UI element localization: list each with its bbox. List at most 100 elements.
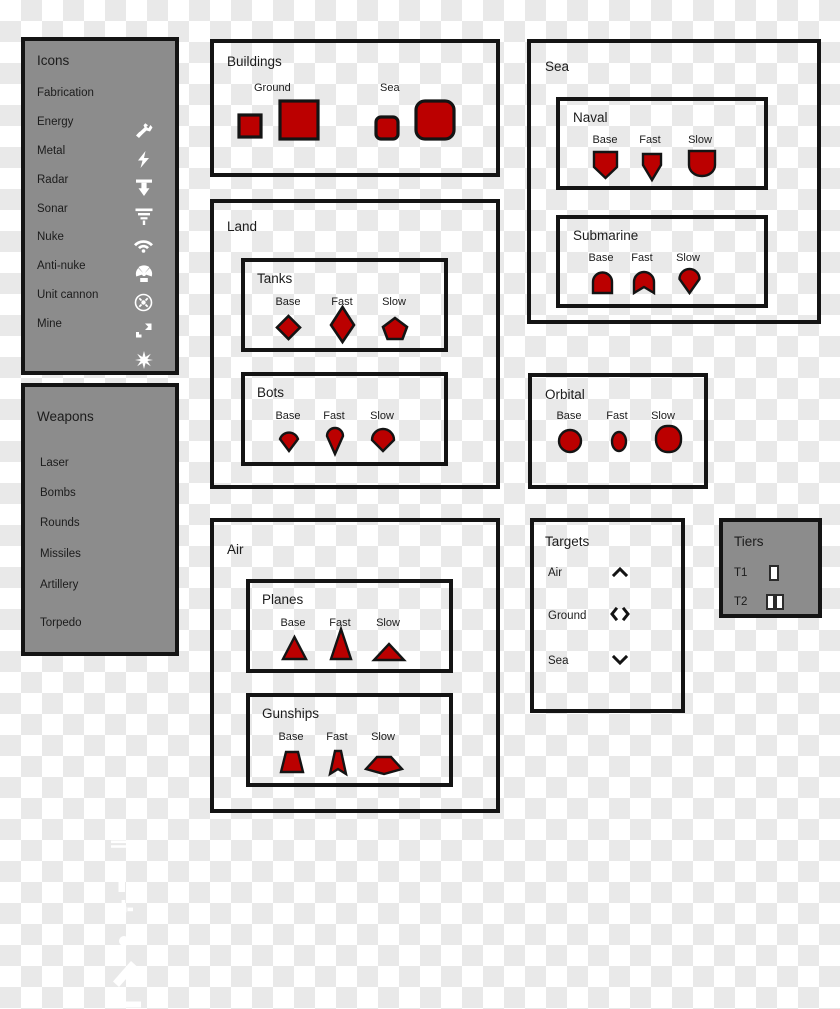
- tank-base-diamond: [275, 314, 302, 341]
- bots-group-title: Bots: [257, 385, 285, 400]
- icons-item-label-unit-cannon: Unit cannon: [37, 289, 99, 301]
- metal-extractor-icon: [135, 179, 153, 197]
- building-ground-large-square: [278, 99, 320, 141]
- icons-item-label-fabrication: Fabrication: [37, 87, 94, 99]
- tiers-item-label-t2: T2: [734, 596, 748, 608]
- gunships-group-title: Gunships: [262, 706, 320, 721]
- anti-nuke-icon: [134, 293, 153, 312]
- tanks-column-label-slow: Slow: [382, 296, 406, 308]
- weapons-item-label-missiles: Missiles: [40, 548, 81, 560]
- gunship-fast-narrow-chevron: [327, 749, 349, 777]
- building-ground-small-square: [237, 113, 263, 139]
- planes-column-label-fast: Fast: [329, 617, 351, 629]
- tanks-column-label-base: Base: [275, 296, 301, 308]
- planes-group-title: Planes: [262, 592, 304, 607]
- buildings-panel-title: Buildings: [227, 54, 282, 69]
- mine-star-icon: [135, 351, 153, 369]
- air-panel-title: Air: [227, 542, 244, 557]
- naval-group-title: Naval: [573, 110, 608, 125]
- planes-group: Planes Base Fast Slow: [246, 579, 453, 673]
- tiers-panel: Tiers T1 T2: [719, 518, 822, 618]
- land-panel: Land Tanks Base Fast Slow Bots Base Fast…: [210, 199, 500, 489]
- buildings-group-label-ground: Ground: [254, 82, 291, 94]
- weapons-item-label-laser: Laser: [40, 457, 69, 469]
- targets-panel: Targets Air Ground Sea: [530, 518, 685, 713]
- submarine-group-title: Submarine: [573, 228, 639, 243]
- chevron-left-right-icon: [610, 606, 630, 622]
- buildings-panel: Buildings Ground Sea: [210, 39, 500, 177]
- weapons-item-label-torpedo: Torpedo: [40, 617, 82, 629]
- naval-base-shield: [592, 150, 619, 180]
- tiers-panel-title: Tiers: [734, 534, 764, 549]
- building-sea-small-rounded-square: [374, 115, 400, 141]
- buildings-group-label-sea: Sea: [380, 82, 400, 94]
- tanks-group: Tanks Base Fast Slow: [241, 258, 448, 352]
- submarine-group: Submarine Base Fast Slow: [556, 215, 768, 308]
- icons-item-label-mine: Mine: [37, 318, 62, 330]
- orbital-column-label-base: Base: [556, 410, 582, 422]
- submarine-base-shape: [591, 271, 614, 295]
- gunships-column-label-base: Base: [278, 731, 304, 743]
- plane-fast-tall-triangle: [329, 625, 353, 661]
- radiation-icon: [135, 265, 153, 282]
- icons-item-label-anti-nuke: Anti-nuke: [37, 260, 86, 272]
- icons-item-label-metal: Metal: [37, 145, 66, 157]
- weapons-panel-title: Weapons: [37, 409, 94, 424]
- targets-item-label-sea: Sea: [548, 655, 569, 667]
- icons-panel: Icons Fabrication Energy Metal Radar Son…: [21, 37, 179, 375]
- weapons-item-label-bombs: Bombs: [40, 487, 76, 499]
- naval-column-label-fast: Fast: [639, 134, 661, 146]
- plane-slow-wide-triangle: [371, 642, 407, 662]
- targets-item-label-ground: Ground: [548, 610, 587, 622]
- building-sea-large-rounded-square: [414, 99, 456, 141]
- submarine-column-label-fast: Fast: [631, 252, 653, 264]
- submarine-column-label-slow: Slow: [676, 252, 700, 264]
- submarine-column-label-base: Base: [588, 252, 614, 264]
- orbital-fast-small-oval: [610, 430, 628, 453]
- tanks-group-title: Tanks: [257, 271, 293, 286]
- icons-item-label-sonar: Sonar: [37, 203, 68, 215]
- artillery-diagonal-icon: [113, 961, 137, 987]
- icons-item-label-energy: Energy: [37, 116, 74, 128]
- icons-item-label-nuke: Nuke: [37, 231, 64, 243]
- gunships-column-label-slow: Slow: [371, 731, 395, 743]
- tank-slow-pentagon: [381, 316, 409, 341]
- tiers-item-label-t1: T1: [734, 567, 748, 579]
- icons-item-label-radar: Radar: [37, 174, 69, 186]
- orbital-panel-title: Orbital: [545, 387, 585, 402]
- sea-panel: Sea Naval Base Fast Slow Submarine Base …: [527, 39, 821, 324]
- naval-column-label-slow: Slow: [688, 134, 712, 146]
- icons-panel-title: Icons: [37, 53, 70, 68]
- unit-cannon-icon: [136, 323, 152, 339]
- sea-panel-title: Sea: [545, 59, 570, 74]
- naval-column-label-base: Base: [592, 134, 618, 146]
- gunships-group: Gunships Base Fast Slow: [246, 693, 453, 787]
- chevron-up-icon: [611, 566, 629, 578]
- laser-double-line-icon: [111, 840, 137, 849]
- orbital-column-label-fast: Fast: [606, 410, 628, 422]
- weapons-item-label-rounds: Rounds: [40, 517, 80, 529]
- air-panel: Air Planes Base Fast Slow Gunships Base …: [210, 518, 500, 813]
- naval-group: Naval Base Fast Slow: [556, 97, 768, 190]
- tank-fast-tall-diamond: [329, 304, 356, 345]
- planes-column-label-base: Base: [280, 617, 306, 629]
- land-panel-title: Land: [227, 219, 258, 234]
- tanks-column-label-fast: Fast: [331, 296, 353, 308]
- orbital-slow-large-rounded: [654, 424, 683, 454]
- orbital-column-label-slow: Slow: [651, 410, 675, 422]
- radar-icon: [135, 208, 153, 226]
- submarine-fast-shape: [632, 270, 656, 296]
- bots-column-label-fast: Fast: [323, 410, 345, 422]
- bomb-vertical-bar-icon: [118, 862, 126, 892]
- submarine-slow-shape: [677, 267, 702, 296]
- double-bar-icon: [765, 594, 785, 610]
- bot-fast-shape: [324, 426, 346, 457]
- gunships-column-label-fast: Fast: [326, 731, 348, 743]
- gunship-slow-wide-trapezoid: [363, 755, 405, 776]
- planes-column-label-slow: Slow: [376, 617, 400, 629]
- orbital-base-circle: [557, 428, 583, 454]
- bot-slow-shape: [369, 427, 397, 453]
- targets-item-label-air: Air: [548, 567, 563, 579]
- orbital-panel: Orbital Base Fast Slow: [528, 373, 708, 489]
- naval-slow-wide-hull: [687, 149, 717, 178]
